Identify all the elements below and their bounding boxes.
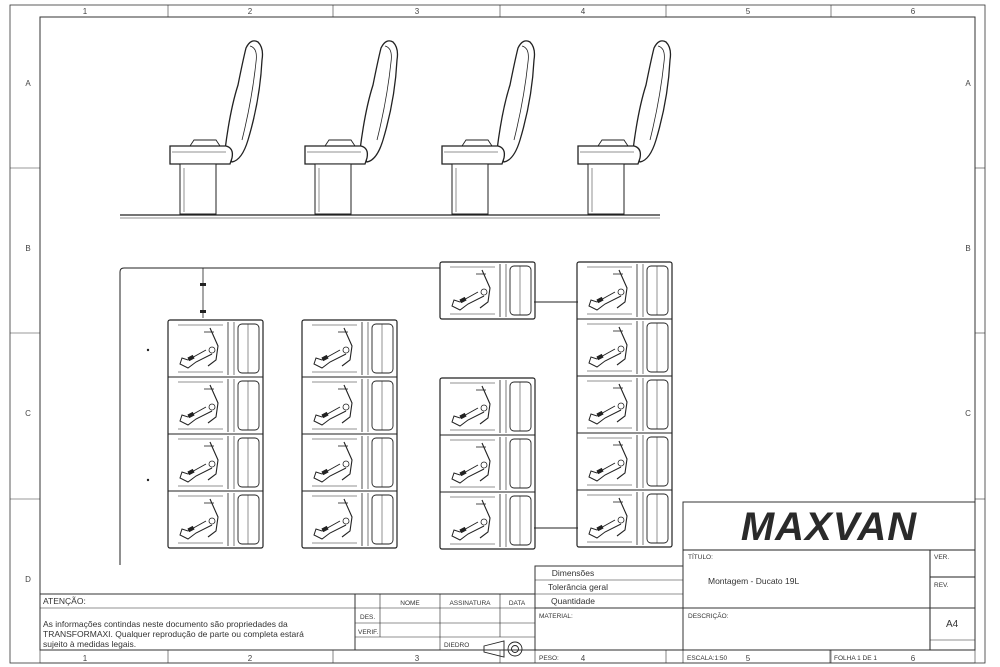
zone-column-label: 4 [581,654,586,663]
zone-column-label: 1 [83,654,88,663]
zone-row-label: B [965,244,970,253]
seat-plan-view [577,318,672,374]
title-label: TÍTULO: [688,552,713,561]
plan-view [119,261,673,565]
svg-text:MAXVAN: MAXVAN [741,505,917,549]
seat-side-view [577,40,672,215]
drawing-title: Montagem - Ducato 19L [708,576,799,586]
seat-side-view [304,40,399,215]
zone-column-label: 3 [415,654,420,663]
seat-column-plan [439,261,536,320]
sheet-size: A4 [946,619,959,630]
seat-plan-view [440,491,535,547]
zone-column-label: 2 [248,654,253,663]
seat-column-plan [301,319,398,549]
seat-plan-view [577,432,672,488]
zone-column-label: 5 [746,654,751,663]
seat-column-plan [576,261,673,548]
seat-plan-view [168,490,263,546]
row-verif: VERIF. [358,629,378,636]
version-label: VER. [934,554,949,561]
zone-column-label: 3 [415,7,420,16]
weight-label: PESO: [539,655,559,662]
dimensions-label: Dimensões [552,568,595,578]
zone-row-label: A [25,79,31,88]
maxvan-logo: MAXVAN [741,505,917,549]
zone-column-label: 1 [83,7,88,16]
first-angle-projection-symbol [483,640,523,658]
tolerance-label: Tolerância geral [548,582,608,592]
seat-column-plan [439,377,536,550]
seat-plan-view [168,433,263,489]
notice-line-1: As informações contindas neste documento… [43,619,288,629]
seat-plan-view [577,489,672,545]
seat-plan-view [587,264,669,317]
quantity-label: Quantidade [551,596,595,606]
seat-plan-view [302,490,397,546]
seat-plan-view [440,434,535,490]
seat-plan-view [178,322,260,375]
scale-label: ESCALA:1:50 [687,655,727,662]
zone-column-label: 6 [911,7,916,16]
zone-row-label: A [965,79,971,88]
seat-plan-view [302,376,397,432]
seat-column-plan [167,319,264,549]
zone-row-label: D [25,575,31,584]
material-label: MATERIAL: [539,613,573,620]
title-block: MAXVAN TÍTULO: Montagem - Ducato 19L VER… [39,501,976,664]
side-view [120,40,672,219]
zone-markers: 112233445566AABBCCDD [10,5,985,663]
row-des: DES. [360,614,375,621]
seat-plan-view [168,376,263,432]
col-assinatura: ASSINATURA [449,600,491,607]
col-nome: NOME [400,600,420,607]
zone-column-label: 2 [248,7,253,16]
seat-plan-view [450,380,532,433]
zone-row-label: C [965,409,971,418]
zone-row-label: B [25,244,30,253]
revision-label: REV. [934,582,949,589]
zone-row-label: C [25,409,31,418]
zone-column-label: 5 [746,7,751,16]
notice-line-2: TRANSFORMAXI. Qualquer reprodução de par… [43,629,304,639]
zone-column-label: 4 [581,7,586,16]
seat-side-view [441,40,536,215]
seat-side-view [169,40,264,215]
description-label: DESCRIÇÃO: [688,611,729,620]
seat-plan-view [450,264,532,317]
diedro-label: DIEDRO [444,642,469,649]
sheet-number: FOLHA 1 DE 1 [834,655,877,662]
zone-column-label: 6 [911,654,916,663]
col-data: DATA [509,600,526,607]
seat-plan-view [302,433,397,489]
seat-plan-view [312,322,394,375]
seat-plan-view [577,375,672,431]
notice-title: ATENÇÃO: [43,596,86,606]
notice-line-3: sujeito à medidas legais. [43,639,136,649]
